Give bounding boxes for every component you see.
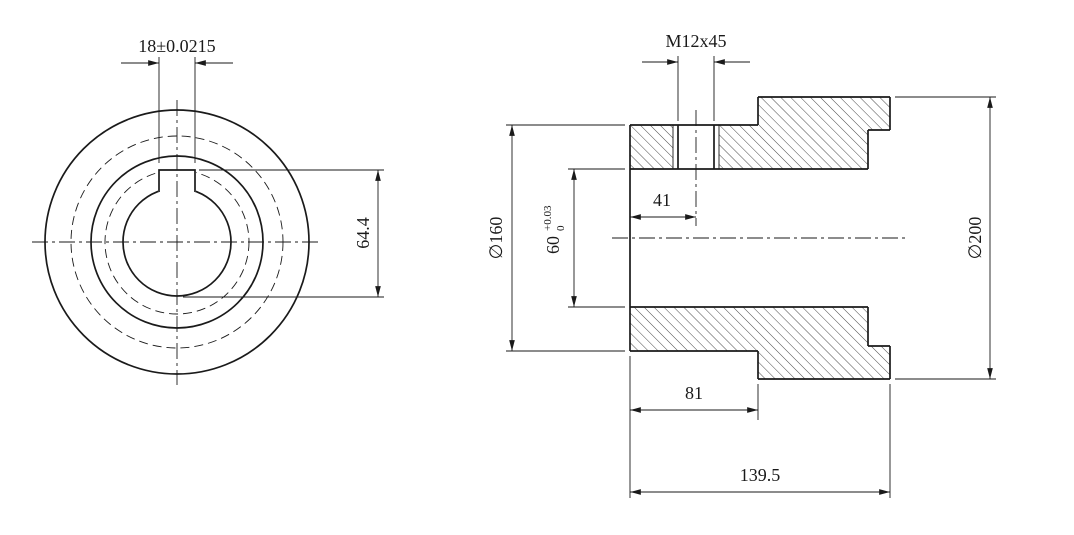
hatch-flange-bottom (758, 307, 890, 379)
dim-hub-diameter: ∅160 (486, 124, 625, 352)
tapped-hole (672, 110, 720, 226)
tapped-hole-major-thread (672, 125, 720, 169)
dim-text-hub-length: 81 (685, 383, 703, 403)
dim-text-thread: M12x45 (665, 31, 726, 51)
extension-lines (629, 356, 759, 498)
hatch-top-wall-left (630, 125, 673, 169)
dim-flange-diameter: ∅200 (895, 96, 996, 380)
dim-keyway-width: 18±0.0215 (121, 36, 233, 163)
hatching (630, 97, 890, 379)
dim-text-flange-diameter: ∅200 (965, 217, 985, 260)
dim-text-hole-position: 41 (653, 190, 671, 210)
extension-lines (183, 169, 384, 298)
dim-thread: M12x45 (642, 31, 750, 121)
dim-hub-length: 81 (629, 356, 759, 498)
extension-lines (895, 96, 996, 380)
dim-text-bore: 60 (543, 236, 563, 254)
dim-text-bore-tol-upper: +0.03 (542, 205, 554, 231)
hatch-top-wall-right (719, 125, 758, 169)
dim-text-total-length: 139.5 (740, 465, 781, 485)
section-outline (629, 96, 891, 380)
hatch-flange-top (758, 97, 890, 169)
dim-text-hub-diameter: ∅160 (486, 217, 506, 260)
dim-text-keyway-depth: 64.4 (353, 217, 373, 249)
extension-lines (568, 168, 625, 308)
dim-bore-text-group: 60 +0.03 0 (542, 205, 567, 254)
dim-total-length: 139.5 (630, 384, 891, 498)
tapped-hole-minor (677, 125, 715, 169)
front-view: 18±0.0215 64.4 (32, 36, 384, 385)
dim-keyway-depth: 64.4 (183, 169, 384, 298)
dim-hole-position: 41 (630, 190, 696, 220)
hatch-bottom-wall (630, 307, 758, 351)
section-view: M12x45 41 ∅160 60 +0.03 0 ∅200 (486, 31, 996, 498)
extension-lines (158, 57, 196, 163)
dim-text-bore-tol-lower: 0 (555, 225, 567, 231)
extension-lines (506, 124, 625, 352)
dim-bore: 60 +0.03 0 (542, 168, 625, 308)
dim-text-keyway-width: 18±0.0215 (138, 36, 215, 56)
extension-lines (677, 56, 715, 121)
front-centerlines (32, 100, 322, 385)
